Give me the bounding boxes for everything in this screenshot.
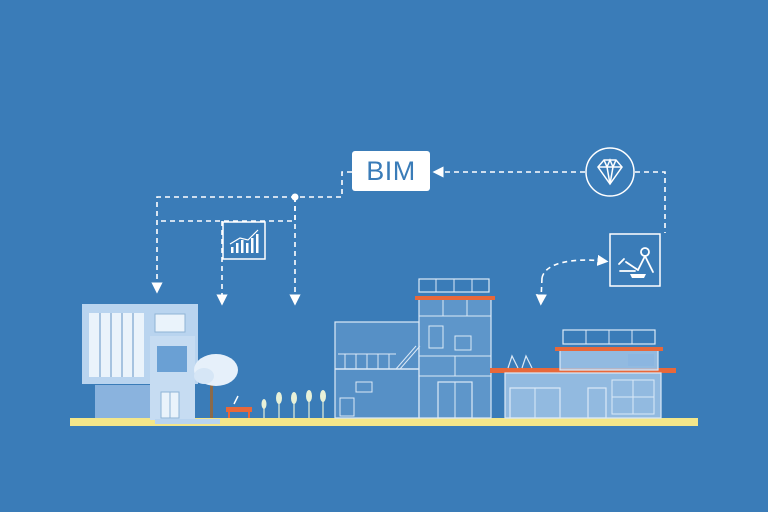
- left-building: [82, 304, 220, 424]
- robot-arm-icon: [609, 233, 661, 287]
- connector-bim-chart: [157, 197, 296, 222]
- ground-strip: [70, 418, 698, 426]
- small-plants: [261, 390, 326, 418]
- tree: [194, 354, 238, 418]
- connector-bim-left: [151, 171, 352, 294]
- middle-building: [334, 278, 495, 419]
- bim-box: BIM: [352, 151, 430, 191]
- diamond-icon: [585, 147, 635, 197]
- connector-curve-arrow-top: [541, 254, 609, 279]
- bar-chart-icon: [222, 221, 266, 260]
- junction-dot: [291, 193, 299, 201]
- bench: [226, 395, 252, 418]
- connector-curve-arrow-down: [535, 277, 547, 306]
- connector-lines: [151, 166, 666, 306]
- connector-diamond-robot: [635, 171, 666, 233]
- bim-label: BIM: [366, 155, 416, 186]
- right-building: [490, 329, 676, 419]
